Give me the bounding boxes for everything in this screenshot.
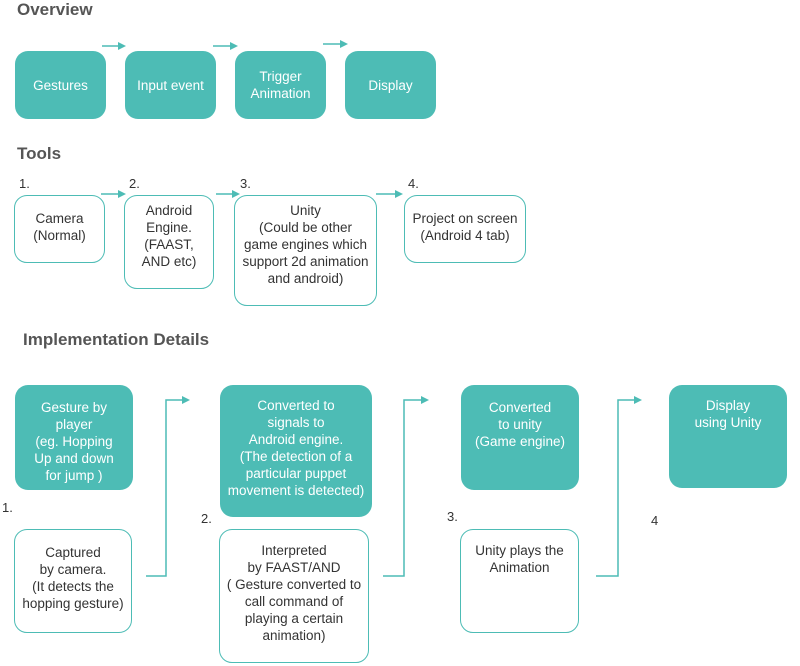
impl-box-interpreted-by-faast: Interpreted by FAAST/AND ( Gesture conve…: [219, 529, 369, 663]
overview-box-trigger-animation: Trigger Animation: [235, 51, 326, 119]
impl-box-gesture-by-player: Gesture by player (eg. Hopping Up and do…: [15, 385, 133, 490]
impl-number-3: 3.: [447, 509, 458, 524]
tools-number-1: 1.: [19, 176, 30, 191]
tools-box-android-engine: Android Engine. (FAAST, AND etc): [124, 195, 214, 289]
overview-box-input-event: Input event: [125, 51, 216, 119]
impl-box-converted-to-unity: Converted to unity (Game engine): [461, 385, 579, 490]
overview-box-gestures: Gestures: [15, 51, 106, 119]
impl-box-unity-plays-animation: Unity plays the Animation: [460, 529, 579, 633]
tools-heading: Tools: [17, 144, 62, 163]
overview-box-display: Display: [345, 51, 436, 119]
arrow-impl-3: [596, 399, 636, 577]
impl-box-display-using-unity: Display using Unity: [669, 385, 787, 488]
implementation-heading: Implementation Details: [23, 330, 210, 349]
arrow-impl-1: [146, 399, 184, 577]
tools-number-4: 4.: [408, 176, 419, 191]
impl-box-converted-to-signals: Converted to signals to Android engine. …: [220, 385, 372, 517]
impl-number-4: 4: [651, 513, 659, 528]
impl-number-2: 2.: [201, 511, 212, 526]
tools-box-camera: Camera (Normal): [14, 195, 105, 263]
tools-number-2: 2.: [129, 176, 140, 191]
impl-number-1: 1.: [2, 500, 13, 515]
tools-box-unity: Unity (Could be other game engines which…: [234, 195, 377, 306]
arrow-impl-2: [383, 399, 423, 577]
overview-heading: Overview: [17, 0, 93, 19]
tools-number-3: 3.: [240, 176, 251, 191]
tools-box-project-on-screen: Project on screen (Android 4 tab): [404, 195, 526, 263]
impl-box-captured-by-camera: Captured by camera. (It detects the hopp…: [14, 529, 132, 633]
